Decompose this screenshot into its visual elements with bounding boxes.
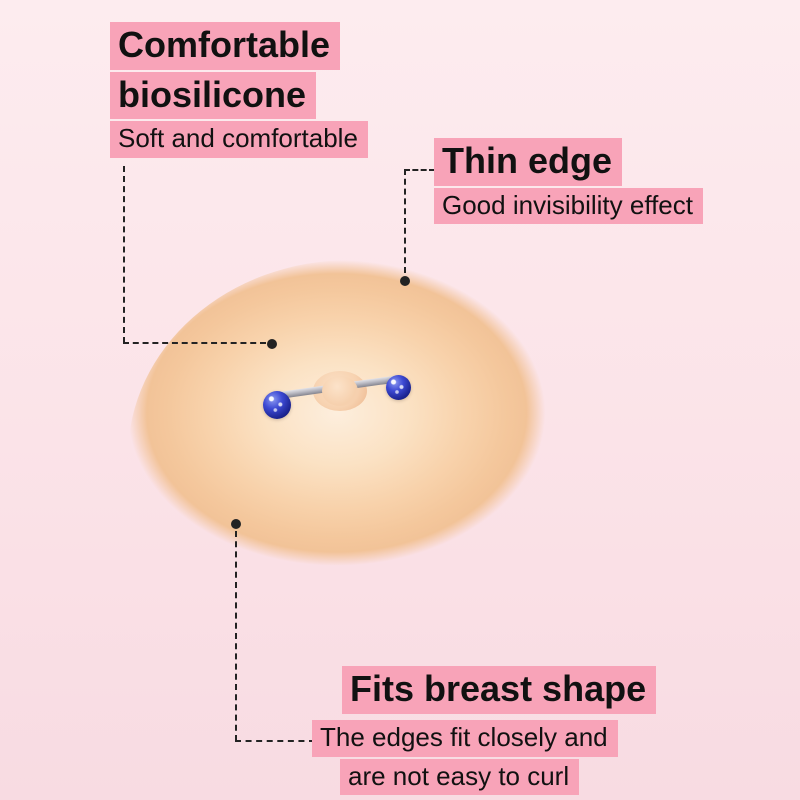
leader-line-biosilicone-vertical (123, 166, 125, 343)
callout-fits-shape-subtitle-line1: The edges fit closely and (312, 720, 618, 757)
crystal-ball-left (263, 391, 291, 419)
nipple-bump-highlight (322, 376, 358, 406)
callout-thin-edge-subtitle: Good invisibility effect (434, 187, 703, 225)
anchor-dot-thin-edge (400, 276, 410, 286)
callout-biosilicone-subtitle: Soft and comfortable (110, 121, 368, 158)
callout-biosilicone-title-line2: biosilicone (110, 71, 317, 120)
anchor-dot-biosilicone (267, 339, 277, 349)
leader-line-fits-shape-vertical (235, 531, 237, 741)
callout-thin-edge-title: Thin edge (434, 138, 622, 186)
callout-fits-shape-subtitle-line2: are not easy to curl (340, 758, 580, 796)
callout-biosilicone: Comfortable biosilicone Soft and comfort… (110, 22, 368, 160)
callout-fits-shape-title-wrap: Fits breast shape (342, 666, 657, 716)
callout-fits-shape-title: Fits breast shape (342, 666, 657, 714)
leader-line-fits-shape-horizontal (235, 740, 315, 742)
leader-line-thin-edge-vertical (404, 169, 406, 273)
silicone-pad (128, 260, 572, 652)
callout-biosilicone-title-line1: Comfortable (110, 22, 341, 70)
callout-fits-shape-subtitle-wrap: The edges fit closely and are not easy t… (312, 720, 618, 797)
leader-line-thin-edge-horizontal (404, 169, 435, 171)
crystal-ball-right (386, 375, 411, 400)
leader-line-biosilicone-horizontal (123, 342, 266, 344)
anchor-dot-fits-shape (231, 519, 241, 529)
callout-thin-edge: Thin edge Good invisibility effect (434, 138, 703, 226)
